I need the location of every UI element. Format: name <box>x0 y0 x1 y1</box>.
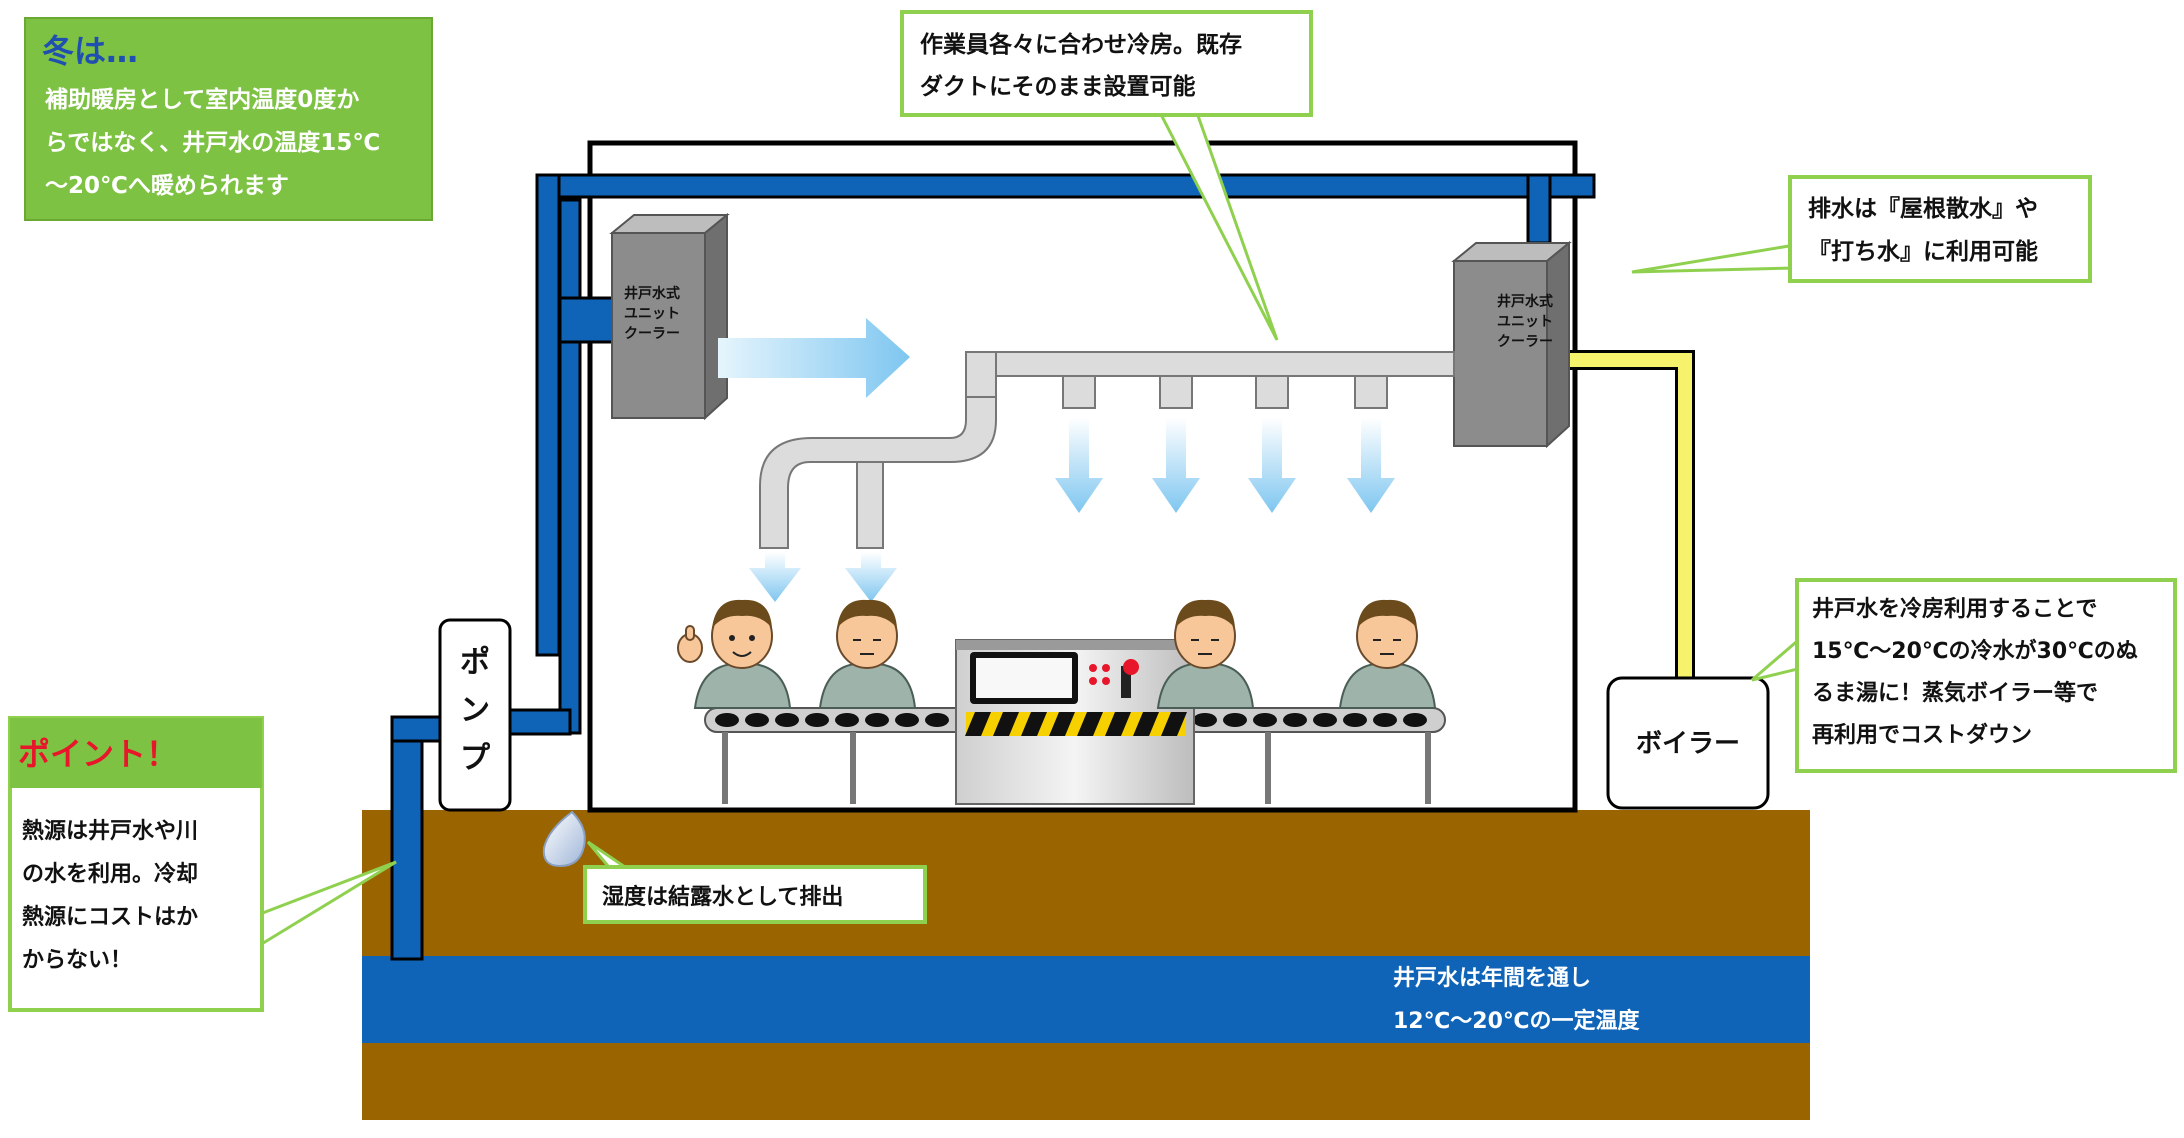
left-cooler-label-2: ユニット <box>624 306 680 322</box>
drain-callout <box>1788 175 2092 283</box>
groundwater-line-1: 井戸水は年間を通し <box>1393 965 1591 991</box>
humidity-callout <box>583 865 927 924</box>
pump-label-1: ポ <box>460 645 490 680</box>
drain-callout-pointer <box>1631 243 1797 274</box>
boiler <box>1606 676 1770 810</box>
right-unit-cooler <box>1451 240 1572 449</box>
top-callout-line-2: ダクトにそのまま設置可能 <box>920 73 1196 100</box>
winter-line-3: ～20℃へ暖められます <box>45 173 289 199</box>
winter-info-box <box>24 17 433 221</box>
cost-down-callout <box>1795 578 2177 773</box>
processing-machine <box>955 639 1195 805</box>
right-cooler-label-3: クーラー <box>1497 334 1553 350</box>
point-line-1: 熱源は井戸水や川 <box>22 818 198 844</box>
water-drop-icon <box>542 810 586 868</box>
pump-label-2: ン <box>460 693 490 728</box>
point-title: ポイント！ <box>18 735 178 773</box>
drain-callout-line-1: 排水は『屋根散水』や <box>1808 195 2038 222</box>
pump-label-3: プ <box>460 741 491 776</box>
point-line-4: からない！ <box>22 948 132 973</box>
humidity-callout-text: 湿度は結露水として排出 <box>602 884 843 910</box>
top-callout-line-1: 作業員各々に合わせ冷房。既存 <box>920 31 1242 58</box>
blue-water-pipe <box>390 173 1596 961</box>
cost-down-line-4: 再利用でコストダウン <box>1812 722 2032 748</box>
right-callout-pointer <box>1751 633 1804 682</box>
point-line-3: 熱源にコストはか <box>22 904 198 930</box>
worker-1 <box>677 599 792 709</box>
right-cooler-label-2: ユニット <box>1497 314 1553 330</box>
right-cooler-label-1: 井戸水式 <box>1497 293 1553 310</box>
worker-3 <box>1156 599 1255 709</box>
worker-4 <box>1338 599 1437 709</box>
drain-callout-line-2: 『打ち水』に利用可能 <box>1808 238 2038 265</box>
top-callout <box>900 10 1313 117</box>
left-cooler-label-3: クーラー <box>624 326 680 342</box>
winter-title: 冬は… <box>42 32 138 70</box>
winter-line-1: 補助暖房として室内温度0度か <box>44 86 359 113</box>
cost-down-line-2: 15℃～20℃の冷水が30℃のぬ <box>1812 638 2138 664</box>
air-duct <box>759 351 1455 549</box>
pump <box>438 618 512 812</box>
boiler-label: ボイラー <box>1636 729 1740 759</box>
point-line-2: の水を利用。冷却 <box>22 861 198 887</box>
groundwater-line-2: 12℃～20℃の一定温度 <box>1393 1008 1641 1034</box>
left-unit-cooler <box>609 212 730 421</box>
winter-line-2: らではなく、井戸水の温度15℃ <box>45 129 380 156</box>
point-header <box>10 718 262 788</box>
drain-pipe-outline <box>1568 350 1695 678</box>
cost-down-line-3: るま湯に！蒸気ボイラー等で <box>1812 680 2098 706</box>
cold-air-arrow <box>718 318 910 398</box>
cost-down-line-1: 井戸水を冷房利用することで <box>1812 596 2097 622</box>
worker-2 <box>818 599 917 709</box>
groundwater-layer <box>362 956 1810 1043</box>
drain-pipe <box>1568 353 1692 678</box>
cold-air-down-arrows <box>749 418 1395 602</box>
left-cooler-label-1: 井戸水式 <box>624 285 680 302</box>
